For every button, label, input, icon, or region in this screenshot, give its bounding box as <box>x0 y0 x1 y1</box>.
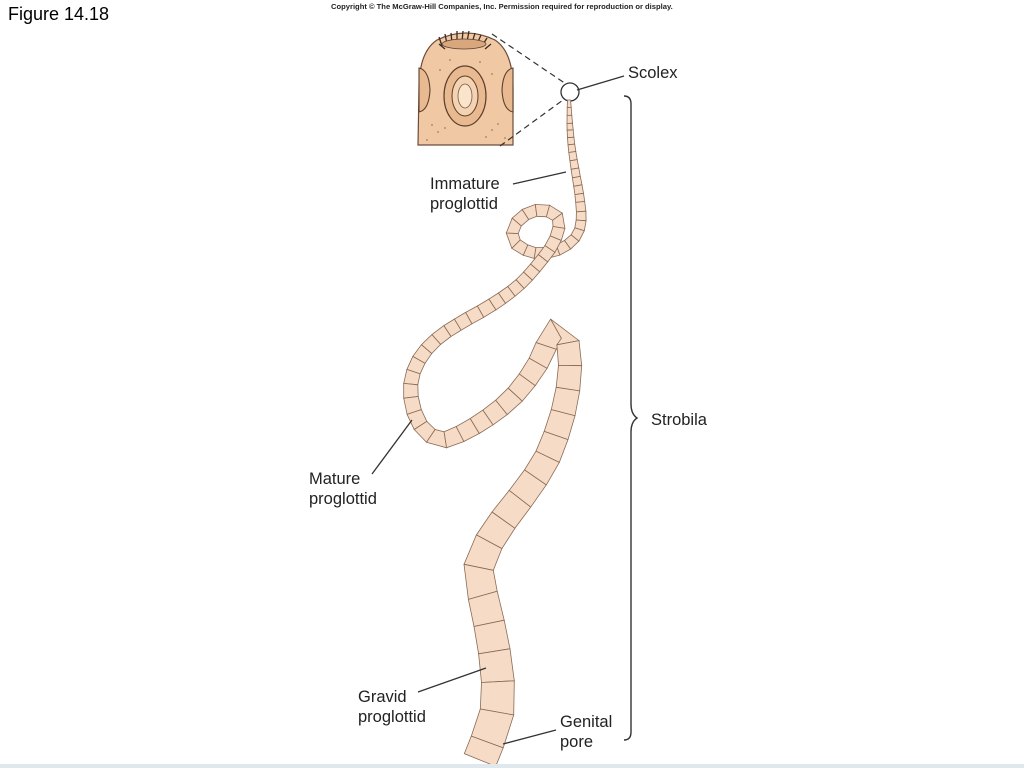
proglottid-segment <box>566 129 575 139</box>
label-scolex: Scolex <box>628 64 678 82</box>
label-gravid-proglottid: Gravid proglottid <box>358 688 426 726</box>
proglottid-segment <box>478 648 515 683</box>
scolex-enlarged-illustration <box>417 30 514 146</box>
scolex-circle-marker <box>560 82 580 102</box>
proglottid-segment <box>566 99 572 108</box>
strobila-brace <box>623 95 639 741</box>
proglottid-segment <box>556 340 583 367</box>
figure-label: Figure 14.18 <box>8 4 110 24</box>
proglottid-segment <box>566 106 573 116</box>
copyright-notice: Copyright © The McGraw-Hill Companies, I… <box>331 2 673 11</box>
proglottid-segment <box>575 201 587 213</box>
label-immature-proglottid: Immature proglottid <box>430 175 500 213</box>
proglottid-segment <box>473 619 511 655</box>
proglottid-segment <box>567 143 577 153</box>
proglottid-segment <box>403 382 419 399</box>
zoom-dashed-lines <box>491 33 567 147</box>
proglottid-segment <box>575 210 587 222</box>
proglottid-segment <box>566 114 573 124</box>
tapeworm-body <box>403 99 587 767</box>
label-genital-pore: Genital pore <box>560 713 613 751</box>
label-strobila: Strobila <box>651 411 707 429</box>
bottom-rule <box>0 764 1024 768</box>
proglottid-segment <box>555 364 583 392</box>
proglottid-segment <box>566 122 574 131</box>
proglottid-segment <box>574 192 586 203</box>
leader-lines <box>371 75 625 745</box>
proglottid-segment <box>567 136 576 146</box>
label-mature-proglottid: Mature proglottid <box>309 470 377 508</box>
